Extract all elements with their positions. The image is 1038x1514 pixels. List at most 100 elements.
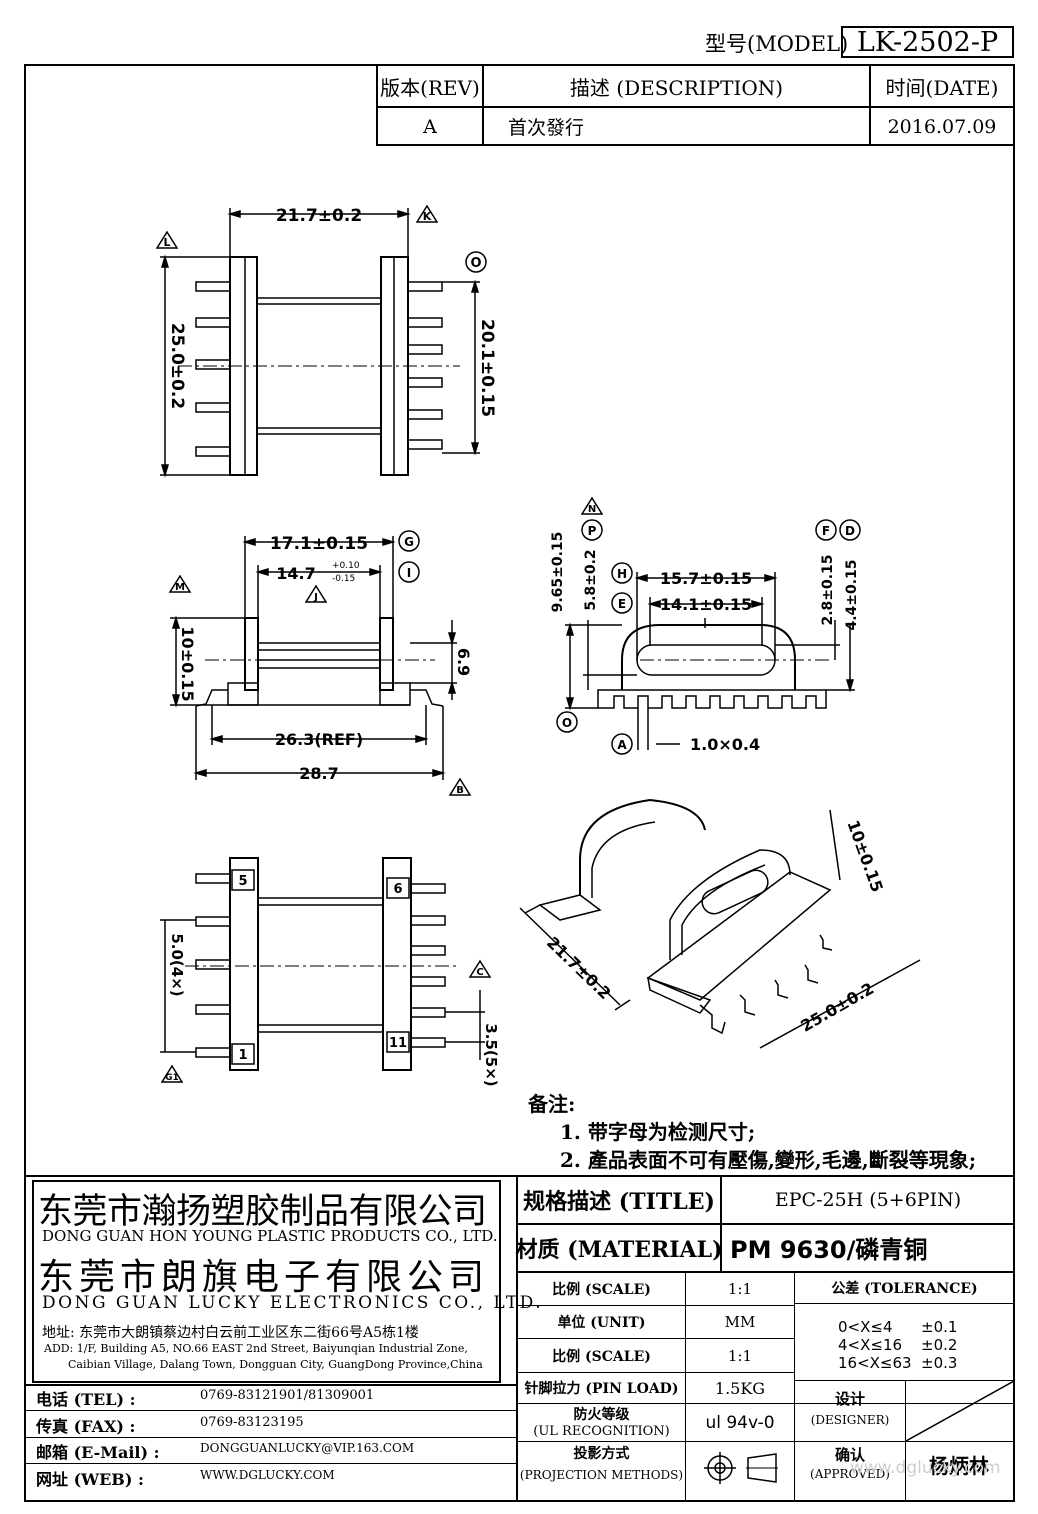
tb-row-3 <box>517 1305 794 1306</box>
top-pin-span-dim: 20.1±0.15 <box>477 319 497 417</box>
date-header: 时间(DATE) <box>885 75 999 100</box>
scale-value: 1:1 <box>727 1279 753 1298</box>
front-ref-dim: 26.3(REF) <box>275 730 363 749</box>
tol-2-value: ±0.2 <box>921 1336 958 1354</box>
sign-divider <box>795 1441 1014 1442</box>
marker-O: O <box>470 256 481 271</box>
tb-tol-line <box>795 1303 1014 1304</box>
fax-value: 0769-83123195 <box>200 1415 304 1430</box>
marker-A: A <box>617 738 627 752</box>
tel-label: 电话 (TEL) : <box>36 1390 136 1409</box>
fax-line <box>25 1437 516 1438</box>
tb-row-2 <box>517 1271 1014 1273</box>
proj-label-2: (PROJECTION METHODS) <box>519 1468 684 1482</box>
unit-value: MM <box>724 1313 756 1331</box>
contact-divider <box>25 1384 516 1386</box>
pinload-value: 1.5KG <box>714 1378 766 1398</box>
desc-header: 描述 (DESCRIPTION) <box>569 75 784 100</box>
approved-label-2: (APPROVED) <box>810 1467 890 1481</box>
bottom-view <box>160 857 492 1083</box>
projection-icon <box>700 1450 780 1490</box>
rev-col-line1 <box>482 66 484 145</box>
scale-label: 比例 (SCALE) <box>552 1281 651 1298</box>
company-box <box>32 1180 501 1383</box>
ul-label-2: (UL RECOGNITION) <box>533 1424 670 1439</box>
web-label: 网址 (WEB) : <box>36 1470 144 1489</box>
tb-row-4 <box>517 1338 794 1339</box>
side-view <box>556 496 861 755</box>
marker-M: M <box>175 582 185 593</box>
side-pin-dim: 1.0×0.4 <box>690 735 760 754</box>
ul-label-1: 防火等级 <box>573 1406 630 1423</box>
front-outer-dim: 17.1±0.15 <box>270 534 368 554</box>
rev-value: A <box>423 115 437 138</box>
side-outer-dim: 15.7±0.15 <box>660 569 752 588</box>
front-inner-dim: 14.7 <box>276 564 315 583</box>
company-divider-top <box>25 1175 1014 1177</box>
tb-col-b <box>794 1272 795 1501</box>
note-1: 1. 带字母为检测尺寸; <box>560 1120 756 1144</box>
approved-label-1: 确认 <box>834 1445 865 1464</box>
side-h4-dim: 4.4±0.15 <box>844 559 860 630</box>
company-addr-cn: 地址: 东莞市大朗镇蔡边村白云前工业区东二街66号A5栋1楼 <box>42 1325 419 1341</box>
side-inner-dim: 14.1±0.15 <box>660 595 752 614</box>
desc-value: 首次發行 <box>508 117 585 139</box>
proj-label-1: 投影方式 <box>573 1446 630 1462</box>
marker-K: K <box>423 210 432 223</box>
title-value: EPC-25H (5+6PIN) <box>774 1189 962 1211</box>
material-label: 材质 (MATERIAL) <box>515 1236 723 1263</box>
front-inner-tol-up: +0.10 <box>332 561 360 571</box>
marker-D: D <box>845 524 855 538</box>
fax-label: 传真 (FAX) : <box>36 1417 136 1436</box>
drawing-frame <box>24 64 1015 1502</box>
company-cn-1: 东莞市瀚扬塑胶制品有限公司 <box>38 1192 487 1232</box>
tol-1-value: ±0.1 <box>921 1318 958 1336</box>
top-width-dim: 21.7±0.2 <box>276 206 362 226</box>
tb-tol-bottom <box>795 1380 1014 1381</box>
company-en-2: DONG GUAN LUCKY ELECTRONICS CO., LTD. <box>42 1293 544 1313</box>
side-h1-dim: 9.65±0.15 <box>550 532 566 613</box>
watermark: www.dglucky.com <box>850 1458 1001 1478</box>
iso-width-dim: 21.7±0.2 <box>543 933 615 1003</box>
model-value-box: LK-2502-P <box>841 26 1014 58</box>
tel-line <box>25 1410 516 1411</box>
tb-row-6 <box>517 1403 1014 1404</box>
tol-2-range: 4<X≤16 <box>838 1336 903 1354</box>
technical-drawing: 21.7±0.2 25.0±0.2 20.1±0.15 L K O <box>155 204 921 1087</box>
company-cn-2: 东莞市朗旗电子有限公司 <box>38 1257 490 1298</box>
tb-row-7 <box>517 1441 1014 1442</box>
notes-title: 备注: <box>528 1092 576 1116</box>
marker-P: P <box>588 524 597 538</box>
iso-length-dim: 25.0±0.2 <box>797 979 877 1036</box>
top-height-dim: 25.0±0.2 <box>167 323 187 409</box>
marker-N: N <box>588 504 596 515</box>
tol-3-range: 16<X≤63 <box>838 1354 912 1372</box>
marker-J: J <box>313 592 318 603</box>
company-addr-en-1: ADD: 1/F, Building A5, NO.66 EAST 2nd St… <box>44 1342 468 1355</box>
iso-height-dim: 10±0.15 <box>843 818 887 895</box>
web-value[interactable]: WWW.DGLUCKY.COM <box>200 1468 335 1482</box>
tb-row-1 <box>517 1223 1014 1225</box>
model-label: 型号(MODEL) <box>705 32 849 56</box>
scale2-label: 比例 (SCALE) <box>552 1348 651 1365</box>
tb-sign-col <box>905 1380 906 1501</box>
note-2: 2. 產品表面不可有壓傷,變形,毛邊,斷裂等現象; <box>560 1148 977 1172</box>
tel-value: 0769-83121901/81309001 <box>200 1388 375 1403</box>
marker-L: L <box>163 236 170 249</box>
mail-value[interactable]: DONGGUANLUCKY@VIP.163.COM <box>200 1441 415 1455</box>
company-en-1: DONG GUAN HON YOUNG PLASTIC PRODUCTS CO.… <box>42 1227 498 1245</box>
scale2-value: 1:1 <box>727 1346 753 1365</box>
front-view <box>168 530 472 796</box>
marker-B: B <box>456 785 464 796</box>
model-value: LK-2502-P <box>856 26 999 58</box>
pin-6-label: 6 <box>393 882 402 897</box>
pin-11-label: 11 <box>389 1036 407 1051</box>
front-inner-tol-dn: -0.15 <box>332 574 355 584</box>
rev-header: 版本(REV) <box>380 75 480 100</box>
top-view <box>155 204 487 478</box>
marker-O2: O <box>562 716 572 730</box>
material-value: PM 9630/磷青铜 <box>730 1236 928 1264</box>
approved-name: 杨炳林 <box>929 1453 989 1478</box>
tol-1-range: 0<X≤4 <box>838 1318 893 1336</box>
marker-H: H <box>617 567 627 581</box>
